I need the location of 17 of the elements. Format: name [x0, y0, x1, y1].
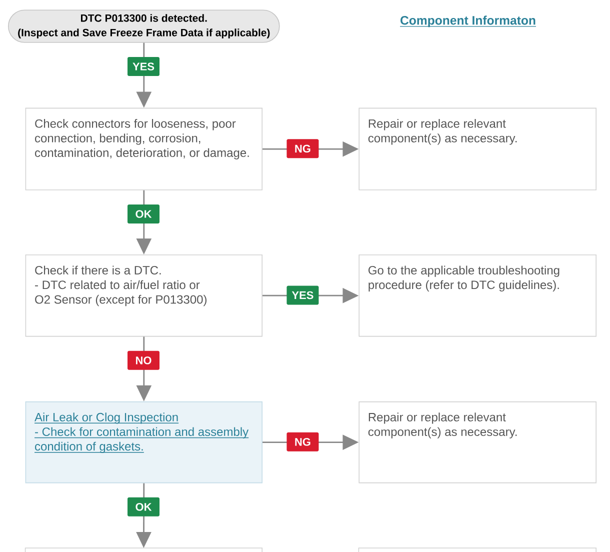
edge-label: OK [128, 204, 160, 224]
edge-label: YES [128, 57, 160, 76]
edge-label: NG [286, 432, 319, 452]
edge-label: NO [128, 350, 160, 370]
process-box: Check connectors for looseness, poor connection, bending, corrosion, contamination, deterioration, or damage. [25, 108, 262, 190]
process-box: Go to the applicable troubleshooting procedure (refer to DTC guidelines). [358, 254, 596, 337]
process-box [24, 548, 262, 552]
process-box [358, 548, 596, 552]
link: Component Informaton [400, 16, 536, 28]
edge-label: YES [286, 286, 319, 305]
process-box: Air Leak or Clog Inspection - Check for contamination and assembly condition of gaskets. [25, 401, 262, 484]
edge-label: OK [128, 497, 160, 516]
start-terminal: DTC P013300 is detected. (Inspect and Save Freeze Frame Data if applicable) [8, 10, 280, 43]
process-box: Repair or replace relevant component(s) as necessary. [358, 401, 596, 484]
process-box: Check if there is a DTC. - DTC related to air/fuel ratio or O2 Sensor (except for P013300) [25, 254, 262, 337]
process-box: Repair or replace relevant component(s) as necessary. [358, 108, 596, 190]
edge-label: NG [286, 139, 319, 158]
